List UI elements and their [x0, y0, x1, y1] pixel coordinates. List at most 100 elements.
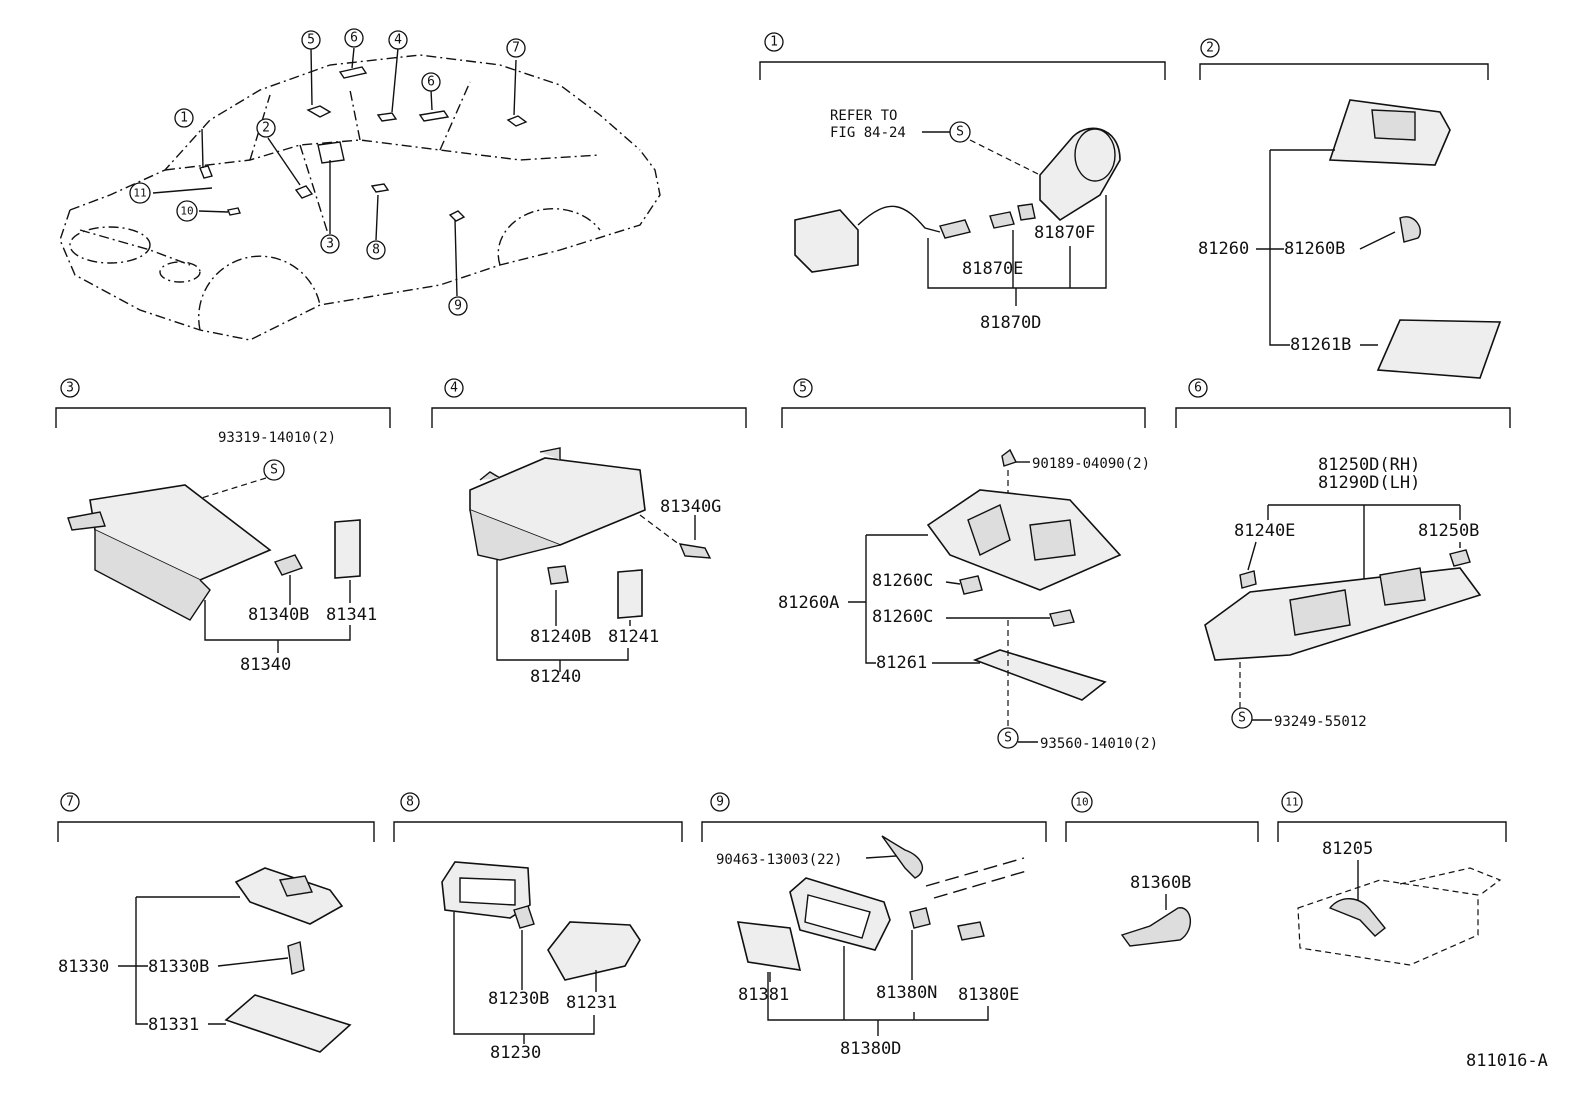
section-1: REFER TO FIG 84-24 S 81870E 81870F 81870…: [794, 108, 1121, 333]
lamp-6b-marker: [418, 110, 450, 122]
part-81331: 81331: [148, 1015, 199, 1035]
part-81870d: 81870D: [980, 313, 1041, 333]
s-mark-icon: S: [1238, 711, 1246, 726]
part-81380e: 81380E: [958, 985, 1019, 1005]
section-10-number: 10: [1075, 796, 1088, 809]
section-6-number: 6: [1194, 381, 1202, 396]
part-81260c-2: 81260C: [872, 607, 933, 627]
svg-text:6: 6: [350, 31, 358, 46]
bulb-81330b: [287, 941, 305, 975]
svg-text:1: 1: [180, 111, 188, 126]
assy-81250d-rh: 81250D(RH): [1318, 455, 1420, 475]
screw-93249: 93249-55012: [1274, 714, 1367, 730]
part-81261b: 81261B: [1290, 335, 1351, 355]
refer-line-2: FIG 84-24: [830, 125, 906, 141]
screw-93560: 93560-14010(2): [1040, 736, 1158, 752]
section-brackets: [55, 61, 1511, 842]
bulb-81205: [1328, 898, 1386, 937]
lens-81381: [736, 921, 802, 971]
svg-text:6: 6: [427, 75, 435, 90]
bulb-81260b: [1399, 216, 1421, 243]
svg-text:2: 2: [262, 121, 270, 136]
lamp-81260a-housing: [926, 489, 1122, 591]
svg-text:11: 11: [133, 187, 146, 200]
section-5-number: 5: [799, 381, 807, 396]
bulb-81240e: [1239, 570, 1257, 589]
part-81230b: 81230B: [488, 989, 549, 1009]
part-81381: 81381: [738, 985, 789, 1005]
svg-text:7: 7: [512, 41, 520, 56]
svg-text:3: 3: [326, 237, 334, 252]
svg-text:5: 5: [307, 33, 315, 48]
section-3-number: 3: [66, 381, 74, 396]
bulb-81870e: [989, 211, 1015, 229]
part-81260c-1: 81260C: [872, 571, 933, 591]
screw-93319: 93319-14010(2): [218, 430, 336, 446]
lens-81261b: [1376, 319, 1502, 379]
part-81250b: 81250B: [1418, 521, 1479, 541]
svg-text:10: 10: [180, 205, 193, 218]
bulb-81870f: [1017, 203, 1036, 221]
bulb-81380e: [957, 921, 985, 941]
svg-text:4: 4: [394, 33, 402, 48]
lens-81331: [224, 994, 352, 1053]
diagram-code: 811016-A: [1466, 1051, 1548, 1071]
nut-90189-label: 90189-04090(2): [1032, 456, 1150, 472]
car-overview: 5 6 4 6 7 1 2 11 10 3 8 9: [59, 28, 661, 341]
lamp-1-marker: [199, 165, 213, 179]
lamp-4-marker: [376, 112, 398, 122]
lamp-8-marker: [370, 183, 390, 193]
s-mark-icon: S: [270, 463, 278, 478]
nut-90189: [1001, 448, 1017, 467]
part-81360b: 81360B: [1130, 873, 1191, 893]
part-81240: 81240: [530, 667, 581, 687]
bulb-81380n: [909, 907, 931, 929]
lamp-10-marker: [227, 207, 241, 216]
part-81340: 81340: [240, 655, 291, 675]
bulb-81260c-2: [1049, 609, 1075, 627]
bulb-81360b: [1120, 907, 1191, 947]
part-81340g: 81340G: [660, 497, 721, 517]
bulb-81230b: [513, 905, 535, 929]
lamp-housing-part: [1039, 127, 1121, 222]
assy-81290d-lh: 81290D(LH): [1318, 473, 1420, 493]
section-11: 81205: [1297, 839, 1502, 966]
part-81231: 81231: [566, 993, 617, 1013]
part-81380n: 81380N: [876, 983, 937, 1003]
screw-81340g: [678, 543, 712, 559]
part-81260: 81260: [1198, 239, 1249, 259]
section-6: 81250D(RH) 81290D(LH) 81240E 81250B S 93…: [1204, 455, 1482, 730]
part-81330b: 81330B: [148, 957, 209, 977]
section-11-number: 11: [1285, 796, 1298, 809]
lens-81231: [547, 921, 641, 981]
refer-line-1: REFER TO: [830, 108, 897, 124]
svg-text:8: 8: [372, 243, 380, 258]
section-4-number: 4: [450, 381, 458, 396]
s-mark-icon: S: [1004, 731, 1012, 746]
part-81260b: 81260B: [1284, 239, 1345, 259]
callout-circles: 5 6 4 6 7 1 2 11 10 3 8 9: [129, 28, 526, 316]
part-81261: 81261: [876, 653, 927, 673]
section-5: 90189-04090(2) S 93560-14010(2) 81260C 8…: [778, 448, 1158, 752]
section-8-number: 8: [406, 795, 414, 810]
part-81230: 81230: [490, 1043, 541, 1063]
clip-90463: 90463-13003(22): [716, 852, 842, 868]
part-81341: 81341: [326, 605, 377, 625]
section-10: 81360B: [1120, 873, 1191, 947]
part-81330: 81330: [58, 957, 109, 977]
clip-90463-part: [881, 835, 924, 879]
lens-81341: [334, 519, 361, 579]
socket-plug-part: [794, 209, 859, 273]
lens-81261: [972, 649, 1107, 701]
part-81241: 81241: [608, 627, 659, 647]
part-81240b: 81240B: [530, 627, 591, 647]
section-1-number: 1: [770, 35, 778, 50]
part-81260a: 81260A: [778, 593, 839, 613]
section-numbers: 1 2 3 4 5 6 7 8 9 10 11: [60, 32, 1303, 813]
part-81340b: 81340B: [248, 605, 309, 625]
section-2: 81260 81260B 81261B: [1198, 99, 1502, 379]
part-81870f: 81870F: [1034, 223, 1095, 243]
lens-81241: [617, 569, 643, 619]
bulb-81340b: [273, 554, 304, 576]
